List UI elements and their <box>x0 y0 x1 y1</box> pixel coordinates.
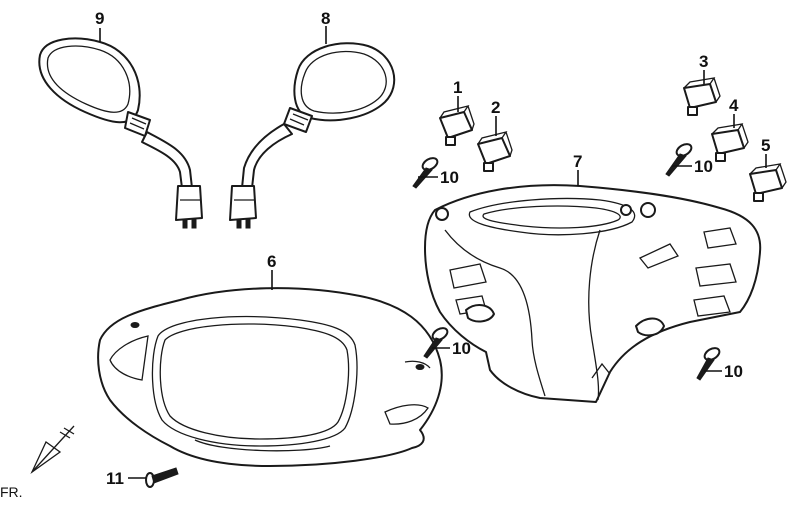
callout-5: 5 <box>761 136 770 155</box>
right-mirror <box>229 42 396 229</box>
callout-1: 1 <box>453 78 462 97</box>
callout-4: 4 <box>729 96 739 115</box>
switch-knob-2 <box>477 130 513 172</box>
callout-2: 2 <box>491 98 500 117</box>
callout-3: 3 <box>699 52 708 71</box>
callout-9: 9 <box>95 9 104 28</box>
callout-8: 8 <box>321 9 330 28</box>
rear-handlebar-cover <box>424 184 762 403</box>
callout-10-d: 10 <box>724 362 743 381</box>
callout-7: 7 <box>573 152 582 171</box>
left-mirror <box>38 37 203 229</box>
callout-10-c: 10 <box>452 339 471 358</box>
switch-knob-3 <box>683 77 721 116</box>
leader-lines <box>99 26 767 479</box>
switch-knob-4 <box>711 123 749 162</box>
screw-10-d <box>696 347 721 381</box>
callout-6: 6 <box>267 252 276 271</box>
callout-10-a: 10 <box>440 168 459 187</box>
switch-knob-5 <box>749 163 787 202</box>
screw-10-a <box>412 157 439 189</box>
screw-10-b <box>665 143 693 177</box>
callout-10-b: 10 <box>694 157 713 176</box>
bolt-11 <box>145 467 179 488</box>
switch-knob-1 <box>439 104 475 146</box>
direction-label: FR. <box>0 484 23 500</box>
front-direction-arrow <box>30 425 75 474</box>
front-handlebar-cover <box>97 287 443 467</box>
callout-11: 11 <box>106 469 124 488</box>
